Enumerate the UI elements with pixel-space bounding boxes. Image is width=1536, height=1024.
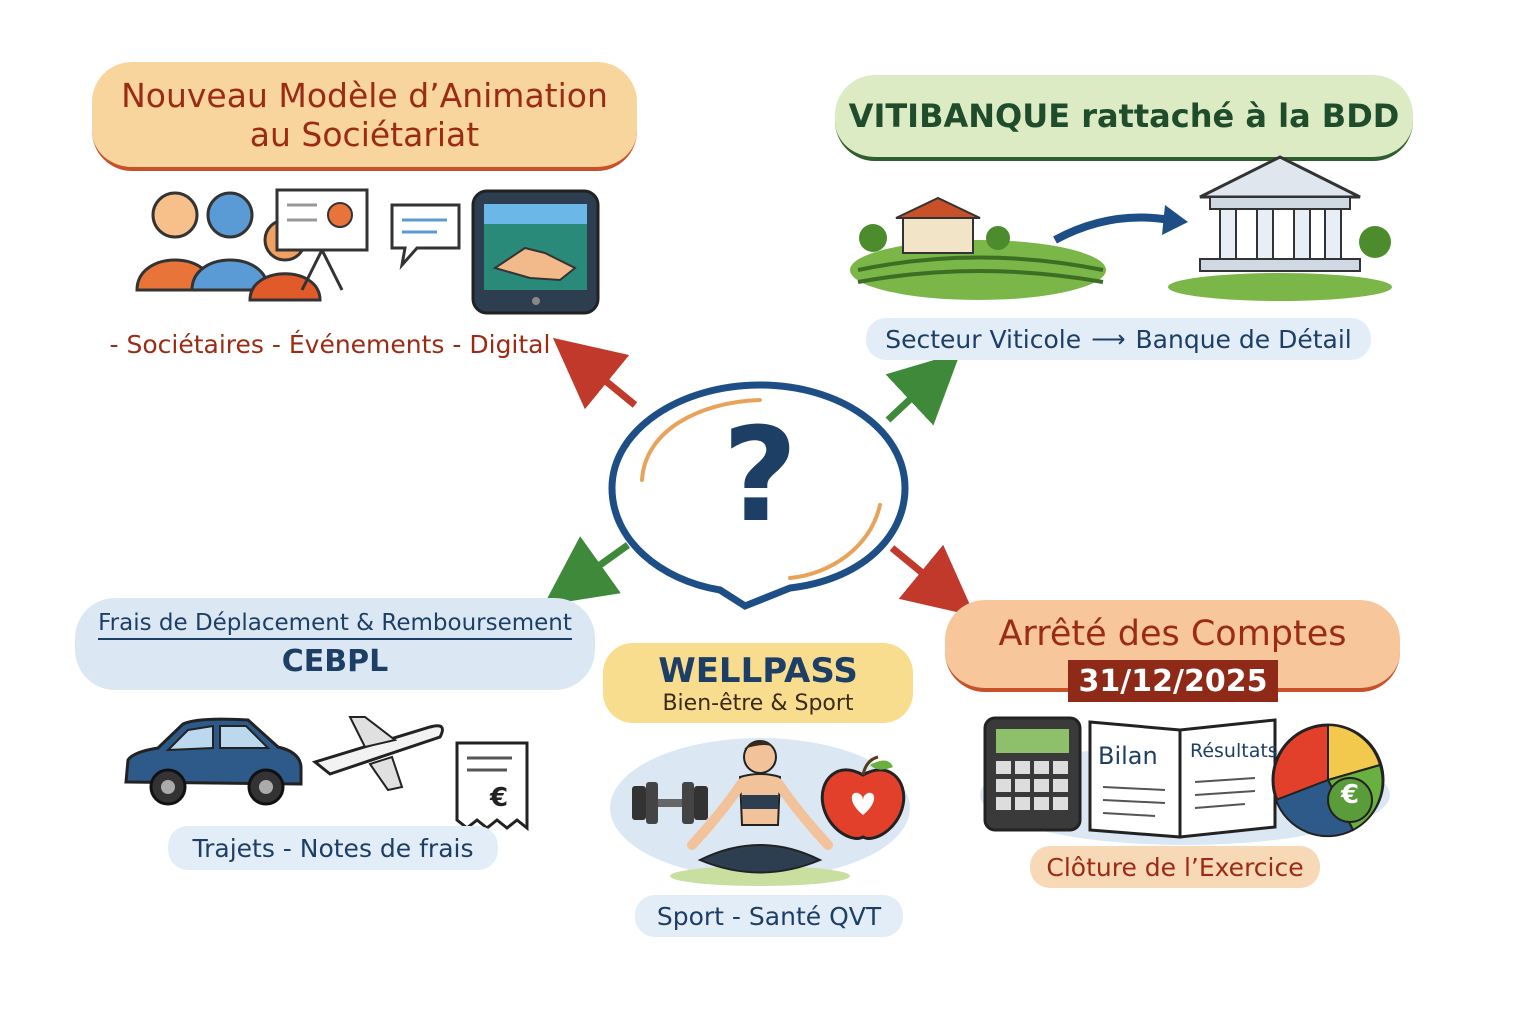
topic-animation-title-1: Nouveau Modèle d’Animation <box>121 75 608 115</box>
topic-frais-banner: Frais de Déplacement & Remboursement CEB… <box>75 598 595 690</box>
doc-resultats-label: Résultats <box>1190 740 1278 762</box>
topic-arrete-caption: Clôture de l’Exercice <box>1030 846 1320 888</box>
topic-wellpass-title: WELLPASS <box>658 650 858 691</box>
caption-secteur-viticole: Secteur Viticole <box>885 324 1082 354</box>
arrow-bottom-right <box>889 544 976 617</box>
vineyard-farm-icon <box>850 196 1106 300</box>
calculator-icon <box>983 716 1082 832</box>
question-mark: ? <box>722 399 798 551</box>
caption-banque-detail: Banque de Détail <box>1135 324 1352 354</box>
topic-vitibanque-title: VITIBANQUE rattaché à la BDD <box>848 97 1400 135</box>
yoga-person-icon <box>687 740 833 874</box>
topic-vitibanque-caption: Secteur Viticole ⟶ Banque de Détail <box>866 318 1371 360</box>
caption-arrow-icon: ⟶ <box>1091 325 1126 353</box>
vineyard-to-bank-arrow <box>1053 205 1188 244</box>
receipt-euro-symbol: € <box>490 783 509 813</box>
doc-bilan-label: Bilan <box>1098 742 1158 770</box>
topic-wellpass-subtitle: Bien-être & Sport <box>662 690 854 716</box>
apple-heart-icon <box>820 755 906 840</box>
ledger-documents-icon <box>1088 718 1277 839</box>
bank-building-icon <box>1168 155 1392 301</box>
car-icon <box>124 717 303 806</box>
topic-wellpass-caption: Sport - Santé QVT <box>635 895 903 937</box>
pie-chart-icon <box>1271 723 1385 838</box>
topic-animation-title-2: au Sociétariat <box>249 114 480 154</box>
topic-animation-caption: - Sociétaires - Événements - Digital <box>109 329 551 359</box>
receipt-icon <box>455 741 529 832</box>
topic-frais-title-2: CEBPL <box>281 643 389 679</box>
topic-frais-title-1: Frais de Déplacement & Remboursement <box>98 610 572 640</box>
airplane-icon <box>311 716 444 792</box>
arrow-top-right <box>885 352 961 426</box>
pie-euro-symbol: € <box>1340 780 1360 810</box>
topic-animation-banner: Nouveau Modèle d’Animation au Sociétaria… <box>92 62 637 171</box>
arrete-date-label: 31/12/2025 <box>1068 660 1278 702</box>
topic-frais-caption: Trajets - Notes de frais <box>168 826 498 870</box>
topic-wellpass-banner: WELLPASS Bien-être & Sport <box>603 643 913 723</box>
arrow-top-left <box>552 337 638 410</box>
arrow-bottom-left <box>543 536 631 606</box>
presentation-board-icon <box>275 188 369 291</box>
topic-vitibanque-banner: VITIBANQUE rattaché à la BDD <box>835 75 1413 161</box>
topic-arrete-title: Arrêté des Comptes <box>998 614 1347 654</box>
chat-bubble-icon <box>390 203 461 270</box>
dumbbell-icon <box>632 782 708 824</box>
tablet-handshake-icon <box>471 189 600 315</box>
